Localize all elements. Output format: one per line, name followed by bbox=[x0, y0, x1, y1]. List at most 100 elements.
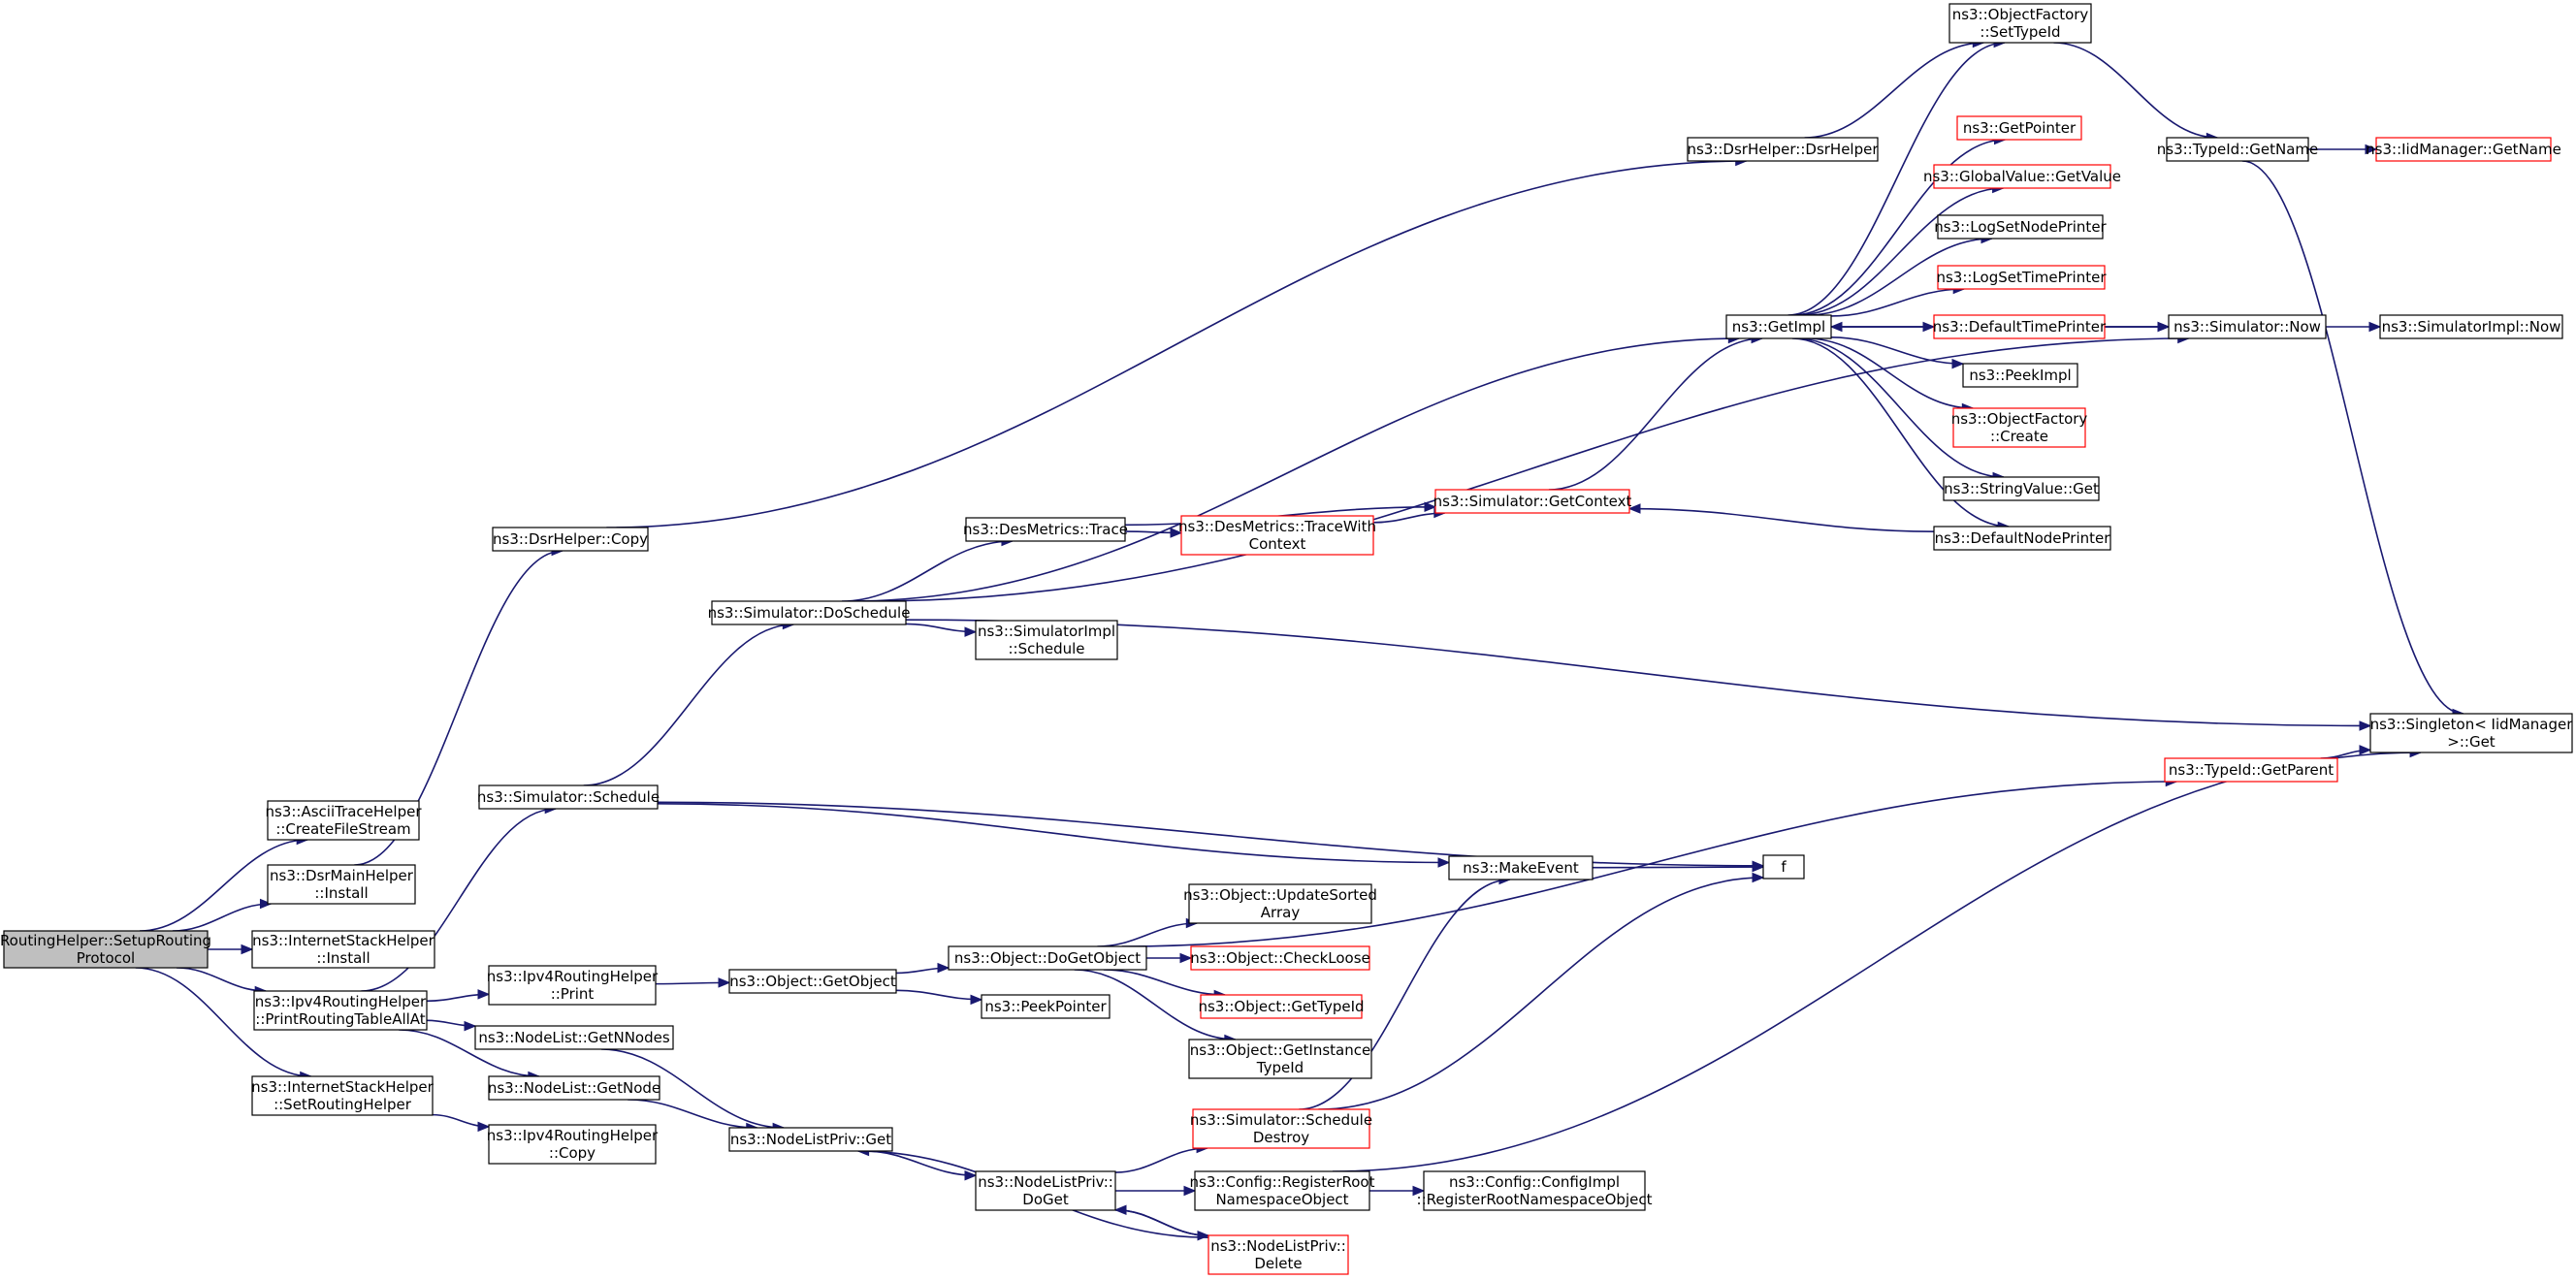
node-cfgregister[interactable]: ns3::Config::RegisterRootNamespaceObject bbox=[1190, 1170, 1375, 1211]
node-logsettime[interactable]: ns3::LogSetTimePrinter bbox=[1936, 265, 2107, 290]
node-singleton[interactable]: ns3::Singleton< IidManager >::Get bbox=[2369, 713, 2574, 753]
node-getpointer[interactable]: ns3::GetPointer bbox=[1956, 115, 2082, 141]
node-inetinstall[interactable]: ns3::InternetStackHelper::Install bbox=[251, 930, 435, 969]
node-box[interactable] bbox=[1423, 1170, 1646, 1211]
node-schedule[interactable]: ns3::Simulator::Schedule bbox=[477, 784, 660, 810]
node-iidmgrgetname[interactable]: ns3::IidManager::GetName bbox=[2366, 137, 2561, 162]
node-nlpdelete[interactable]: ns3::NodeListPriv::Delete bbox=[1208, 1234, 1349, 1275]
node-box[interactable] bbox=[1180, 515, 1374, 556]
node-box[interactable] bbox=[728, 1127, 893, 1152]
node-ofcreate[interactable]: ns3::ObjectFactory::Create bbox=[1951, 407, 2088, 448]
node-box[interactable] bbox=[1933, 164, 2111, 189]
node-box[interactable] bbox=[728, 969, 897, 994]
node-getnnodes[interactable]: ns3::NodeList::GetNNodes bbox=[474, 1025, 674, 1050]
node-box[interactable] bbox=[253, 990, 428, 1031]
node-box[interactable] bbox=[251, 930, 435, 969]
node-box[interactable] bbox=[1962, 363, 2078, 388]
node-box[interactable] bbox=[488, 1124, 657, 1165]
node-box[interactable] bbox=[2164, 757, 2338, 783]
node-getcontext[interactable]: ns3::Simulator::GetContext bbox=[1433, 489, 1632, 514]
node-nlpget[interactable]: ns3::NodeListPriv::Get bbox=[728, 1127, 893, 1152]
node-ipv4print[interactable]: ns3::Ipv4RoutingHelper::Print bbox=[487, 965, 659, 1006]
node-simimplsched[interactable]: ns3::SimulatorImpl::Schedule bbox=[975, 620, 1118, 660]
node-box[interactable] bbox=[1190, 945, 1370, 971]
node-ascii[interactable]: ns3::AsciiTraceHelper::CreateFileStream bbox=[265, 800, 422, 841]
node-f[interactable]: f bbox=[1762, 854, 1805, 880]
node-deftimeprinter[interactable]: ns3::DefaultTimePrinter bbox=[1933, 314, 2107, 339]
node-peekpointer[interactable]: ns3::PeekPointer bbox=[981, 994, 1111, 1019]
node-box[interactable] bbox=[1952, 407, 2086, 448]
node-box[interactable] bbox=[1933, 526, 2111, 551]
node-box[interactable] bbox=[2375, 137, 2552, 162]
node-box[interactable] bbox=[1937, 214, 2104, 240]
node-box[interactable] bbox=[2369, 713, 2573, 753]
node-box[interactable] bbox=[251, 1075, 434, 1116]
node-checkloose[interactable]: ns3::Object::CheckLoose bbox=[1190, 945, 1370, 971]
node-nlpdoget[interactable]: ns3::NodeListPriv::DoGet bbox=[975, 1170, 1116, 1211]
node-printall[interactable]: ns3::Ipv4RoutingHelper::PrintRoutingTabl… bbox=[253, 990, 428, 1031]
node-box[interactable] bbox=[975, 1170, 1116, 1211]
node-typeidgetname[interactable]: ns3::TypeId::GetName bbox=[2157, 137, 2318, 162]
node-box[interactable] bbox=[1448, 855, 1594, 880]
node-box[interactable] bbox=[1937, 265, 2106, 290]
node-ofsettypeid[interactable]: ns3::ObjectFactory::SetTypeId bbox=[1948, 3, 2092, 44]
node-box[interactable] bbox=[267, 800, 420, 841]
node-box[interactable] bbox=[1725, 314, 1832, 339]
node-box[interactable] bbox=[2379, 314, 2563, 339]
node-box[interactable] bbox=[3, 930, 209, 969]
node-setrouting[interactable]: ns3::InternetStackHelper::SetRoutingHelp… bbox=[251, 1075, 435, 1116]
node-objgettypeid[interactable]: ns3::Object::GetTypeId bbox=[1198, 994, 1365, 1019]
node-box[interactable] bbox=[1948, 3, 2092, 44]
node-box[interactable] bbox=[1188, 1039, 1372, 1079]
node-simnow[interactable]: ns3::Simulator::Now bbox=[2168, 314, 2327, 339]
node-box[interactable] bbox=[1200, 994, 1363, 1019]
node-getobject[interactable]: ns3::Object::GetObject bbox=[728, 969, 897, 994]
node-box[interactable] bbox=[478, 784, 659, 810]
node-cfgimplregister[interactable]: ns3::Config::ConfigImpl::RegisterRootNam… bbox=[1417, 1170, 1653, 1211]
node-box[interactable] bbox=[975, 620, 1118, 660]
node-box[interactable] bbox=[981, 994, 1111, 1019]
node-peekimpl[interactable]: ns3::PeekImpl bbox=[1962, 363, 2078, 388]
node-box[interactable] bbox=[1687, 137, 1879, 162]
node-doschedule[interactable]: ns3::Simulator::DoSchedule bbox=[708, 600, 911, 625]
node-box[interactable] bbox=[267, 864, 416, 905]
node-typeidgetparent[interactable]: ns3::TypeId::GetParent bbox=[2164, 757, 2338, 783]
node-box[interactable] bbox=[1194, 1170, 1370, 1211]
node-dsrmain[interactable]: ns3::DsrMainHelper::Install bbox=[267, 864, 416, 905]
node-box[interactable] bbox=[492, 527, 649, 552]
node-box[interactable] bbox=[711, 600, 907, 625]
node-getimpl[interactable]: ns3::GetImpl bbox=[1725, 314, 1832, 339]
node-gvgetvalue[interactable]: ns3::GlobalValue::GetValue bbox=[1923, 164, 2121, 189]
node-box[interactable] bbox=[1943, 476, 2100, 501]
node-simimplnow[interactable]: ns3::SimulatorImpl::Now bbox=[2379, 314, 2563, 339]
node-box[interactable] bbox=[1762, 854, 1805, 880]
node-getnode[interactable]: ns3::NodeList::GetNode bbox=[488, 1075, 660, 1101]
node-defnodeprinter[interactable]: ns3::DefaultNodePrinter bbox=[1933, 526, 2111, 551]
node-box[interactable] bbox=[2166, 137, 2309, 162]
node-box[interactable] bbox=[488, 965, 657, 1006]
node-box[interactable] bbox=[1956, 115, 2082, 141]
node-makeevent[interactable]: ns3::MakeEvent bbox=[1448, 855, 1594, 880]
node-box[interactable] bbox=[474, 1025, 674, 1050]
node-logsetnode[interactable]: ns3::LogSetNodePrinter bbox=[1934, 214, 2108, 240]
node-dogetobject[interactable]: ns3::Object::DoGetObject bbox=[948, 945, 1147, 971]
node-box[interactable] bbox=[1188, 883, 1372, 924]
node-dsrhelper[interactable]: ns3::DsrHelper::DsrHelper bbox=[1687, 137, 1879, 162]
node-box[interactable] bbox=[2168, 314, 2327, 339]
node-strvalget[interactable]: ns3::StringValue::Get bbox=[1943, 476, 2100, 501]
node-box[interactable] bbox=[965, 517, 1126, 542]
node-dsrcopy[interactable]: ns3::DsrHelper::Copy bbox=[492, 527, 649, 552]
node-box[interactable] bbox=[1933, 314, 2106, 339]
node-box[interactable] bbox=[948, 945, 1147, 971]
node-box[interactable] bbox=[1434, 489, 1630, 514]
node-ipv4copy[interactable]: ns3::Ipv4RoutingHelper::Copy bbox=[487, 1124, 659, 1165]
node-box[interactable] bbox=[1208, 1234, 1349, 1275]
node-destrace[interactable]: ns3::DesMetrics::Trace bbox=[963, 517, 1128, 542]
node-box[interactable] bbox=[488, 1075, 660, 1101]
node-box[interactable] bbox=[1192, 1108, 1370, 1149]
